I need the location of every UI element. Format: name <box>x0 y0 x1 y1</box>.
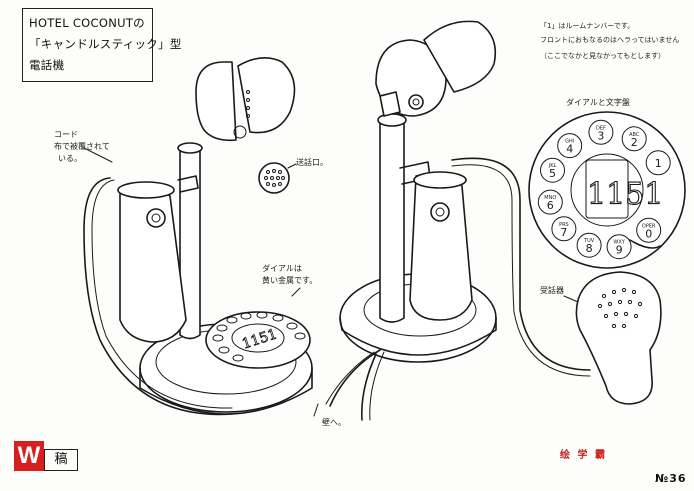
dial-digit-3: 3 <box>597 129 604 142</box>
dial-digit-9: 9 <box>616 244 623 257</box>
dial-letters-7: PRS <box>559 222 569 228</box>
dial-hole-4 <box>557 133 583 159</box>
dial-letters-8: TUV <box>583 238 595 244</box>
dial-digit-6: 6 <box>547 199 554 212</box>
dial-letters-6: MNO <box>544 195 556 201</box>
left-telephone: 1151 <box>83 57 313 416</box>
sheet-title-box: HOTEL COCONUTの 「キャンドルスティック」型 電話機 <box>22 8 182 82</box>
receiver-holes <box>597 287 643 329</box>
note-dial-brass-2: 黄い金属です。 <box>262 276 318 285</box>
note-to-wall: 壁へ。 <box>322 418 346 427</box>
draft-tag: 稿 <box>44 449 78 471</box>
note-cord: コード <box>54 130 78 139</box>
dial-hole-2 <box>621 126 647 152</box>
dial-letters-2: ABC <box>629 132 640 138</box>
mouthpiece-detail-holes <box>264 169 285 187</box>
dial-center-number: 1151 <box>587 177 663 212</box>
dial-digit-2: 2 <box>631 136 638 149</box>
dial-letters-0: OPER <box>642 223 656 229</box>
dial-digit-0: 0 <box>645 227 652 240</box>
dial-letters-5: JKL <box>548 163 557 169</box>
dial-hole-7 <box>551 216 577 242</box>
note-dial-brass: ダイアルは <box>262 264 302 273</box>
dial-letters-9: WXY <box>613 240 625 246</box>
dial-hole-0 <box>636 217 662 243</box>
dial-digit-7: 7 <box>560 226 567 239</box>
credit-text: 绘 学 霸 <box>560 450 607 461</box>
left-mouth-holes <box>246 90 250 118</box>
dial-hole-1 <box>645 150 671 176</box>
note-front-desk: フロントにおもなるのはヘラってはいません <box>540 36 680 44</box>
studio-logo: W <box>14 441 44 471</box>
dial-digit-1: 1 <box>655 157 662 170</box>
title-line-1: HOTEL COCONUTの <box>29 16 145 30</box>
dial-hole-5 <box>540 157 565 183</box>
receiver-detail <box>563 271 662 405</box>
note-room-number: 「1」はルームナンバーです。 <box>540 22 635 30</box>
note-cord-3: いる。 <box>58 154 82 163</box>
note-mouthpiece: 送話口。 <box>296 158 328 167</box>
dial-letters-3: DEF <box>596 125 606 131</box>
note-dial-face: ダイアルと文字盤 <box>566 98 630 107</box>
note-cord-2: 布で被覆されて <box>54 142 110 151</box>
dial-digit-5: 5 <box>549 167 556 180</box>
dial-letters-4: GHI <box>565 139 574 145</box>
title-line-3: 電話機 <box>29 58 65 72</box>
note-receiver: 受話器 <box>540 286 564 295</box>
title-line-2: 「キャンドルスティック」型 <box>29 37 182 51</box>
dial-hole-3 <box>588 119 614 145</box>
dial-hole-8 <box>576 232 602 258</box>
left-dial-holes <box>212 311 306 362</box>
dial-digit-8: 8 <box>586 242 593 255</box>
dial-digit-4: 4 <box>566 143 573 156</box>
page-number: №36 <box>655 472 687 485</box>
note-remark: （ここでなかと見なかってもとします） <box>540 52 666 60</box>
dial-hole-6 <box>537 189 563 215</box>
right-telephone <box>313 20 591 421</box>
dial-hole-9 <box>606 234 632 260</box>
